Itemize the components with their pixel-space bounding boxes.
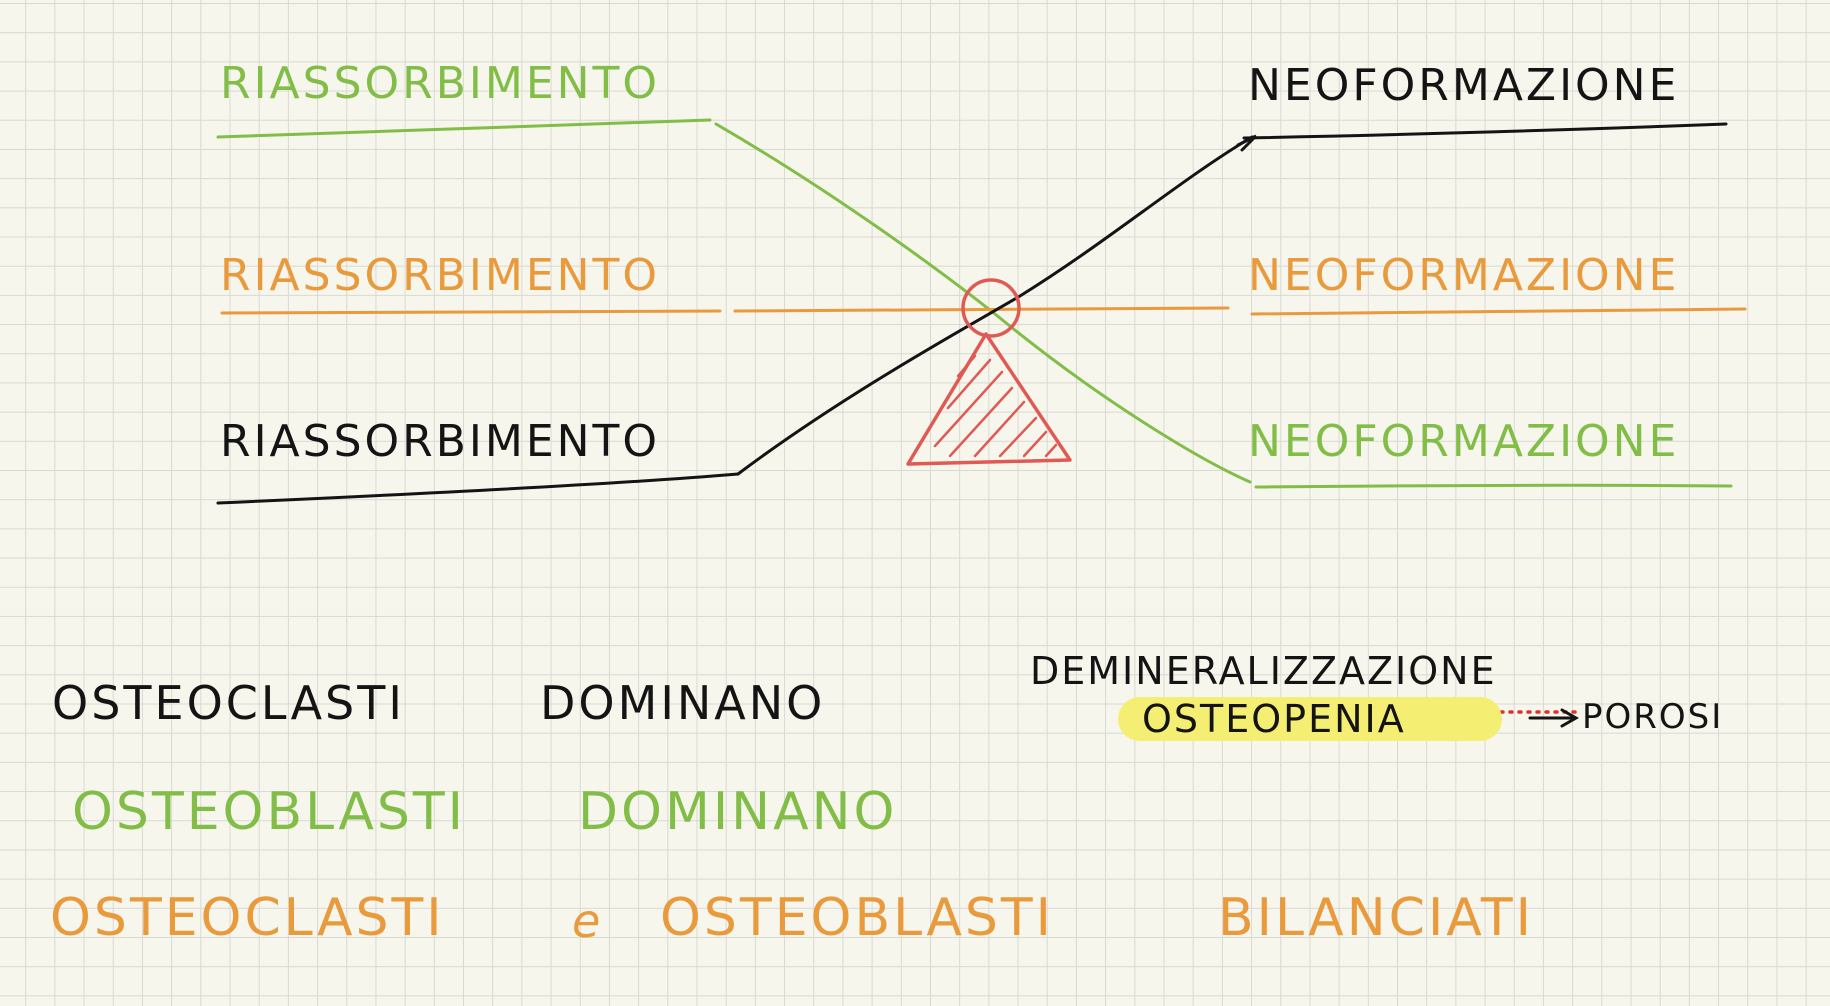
underline-left-orange xyxy=(220,309,722,315)
fulcrum-hatching xyxy=(933,354,1058,458)
osteopenia-highlight xyxy=(1118,697,1502,741)
arrow-icon xyxy=(1528,708,1580,728)
bilanciati-label: BILANCIATI xyxy=(1218,888,1534,948)
beam-orange xyxy=(733,306,1230,313)
underline-right-black xyxy=(1242,122,1728,140)
underline-right-green xyxy=(1254,483,1733,489)
bilanciati-e: e xyxy=(572,894,604,948)
osteoclasti-label: OSTEOCLASTI xyxy=(52,676,405,730)
underline-right-orange xyxy=(1250,307,1747,316)
fulcrum xyxy=(906,278,1072,466)
dominano-label-black: DOMINANO xyxy=(540,676,826,730)
left-label-orange: RIASSORBIMENTO xyxy=(220,250,661,301)
demineralizzazione-label: DEMINERALIZZAZIONE xyxy=(1030,649,1497,693)
osteoblasti-label: OSTEOBLASTI xyxy=(72,782,467,842)
beam-black-tip xyxy=(1236,134,1258,152)
underline-left-black xyxy=(216,472,740,505)
beam-green xyxy=(714,122,1252,484)
right-label-black: NEOFORMAZIONE xyxy=(1248,60,1680,111)
right-label-green: NEOFORMAZIONE xyxy=(1248,416,1680,467)
bilanciati-osteoblasti: OSTEOBLASTI xyxy=(660,888,1055,948)
left-label-green: RIASSORBIMENTO xyxy=(220,58,661,109)
fulcrum-triangle xyxy=(906,332,1072,466)
left-label-black: RIASSORBIMENTO xyxy=(220,416,661,467)
right-label-orange: NEOFORMAZIONE xyxy=(1248,250,1680,301)
osteopenia-label: OSTEOPENIA xyxy=(1142,697,1406,741)
pivot-circle xyxy=(961,278,1021,338)
underline-left-green xyxy=(216,118,712,139)
bilanciati-osteoclasti: OSTEOCLASTI xyxy=(50,888,445,948)
beam-black xyxy=(736,135,1254,476)
dominano-label-green: DOMINANO xyxy=(578,782,898,842)
porosi-label: POROSI xyxy=(1582,697,1724,737)
